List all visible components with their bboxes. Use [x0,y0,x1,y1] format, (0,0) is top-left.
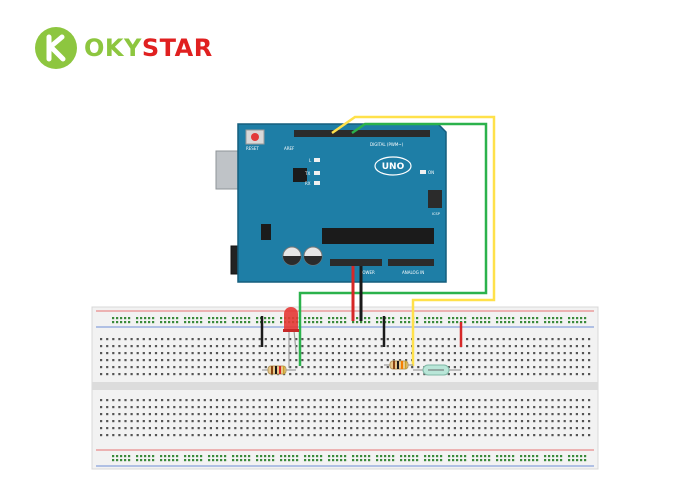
icsp-label: ICSP [432,212,440,216]
green-wire [298,122,488,366]
brand-name: OKYSTAR [84,26,213,70]
brand-logo: OKYSTAR [34,26,213,70]
led-icon [283,307,299,368]
k-logo-icon [35,27,77,69]
tx-label: TX [304,171,310,176]
reed-switch-icon [413,364,461,376]
wires [260,115,496,366]
arduino-uno-board: RESET DIGITAL (PWM~) AREF L TX RX ON UNO… [215,123,447,283]
analog-label: ANALOG IN [402,270,424,275]
aref-label: AREF [284,146,295,151]
components [262,307,461,376]
l-label: L [309,158,312,163]
brand-name-part1: OKY [84,34,142,62]
uno-label: UNO [382,162,405,172]
on-label: ON [428,170,434,175]
rx-label: RX [305,181,311,186]
resistor-1 [262,365,296,375]
breadboard-holes [100,317,591,462]
digital-label: DIGITAL (PWM~) [370,142,404,147]
power-label: POWER [360,270,375,275]
yellow-wire [331,115,496,366]
reset-label: RESET [246,146,259,151]
breadboard [91,306,599,470]
reset-button-icon [251,133,259,141]
resistor-2 [384,360,413,370]
brand-name-part2: STAR [141,34,213,62]
